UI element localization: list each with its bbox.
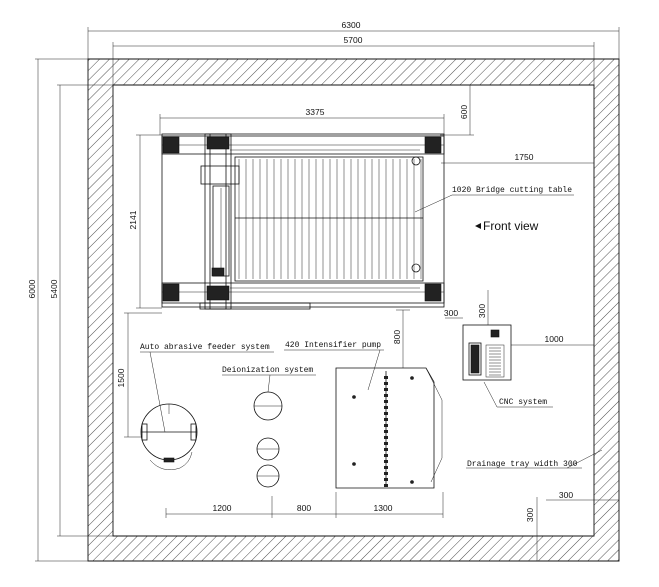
- bottom-right-gap-text: 300: [559, 490, 573, 500]
- feeder-offset-text: 1500: [116, 368, 126, 387]
- pump-stud: [384, 430, 388, 433]
- dimension-table-to-pump: 800: [392, 309, 410, 368]
- dimension-cnc-depth: 300: [477, 290, 489, 325]
- dimension-inner-height: 5400: [49, 84, 113, 537]
- pump-stud: [384, 376, 388, 379]
- cnc-to-wall-text: 1000: [545, 334, 564, 344]
- pump-stud: [384, 484, 388, 487]
- table-to-pump-text: 800: [392, 330, 402, 344]
- inner-height-text: 5400: [49, 279, 59, 298]
- dimension-overall-width: 6300: [87, 20, 620, 59]
- overall-height-text: 6000: [27, 279, 37, 298]
- cnc-system: CNC system: [462, 324, 553, 408]
- overall-width-text: 6300: [342, 20, 361, 30]
- drainage-label: Drainage tray width 300: [467, 460, 578, 469]
- deionization-label: Deionization system: [222, 366, 313, 375]
- pump-stud: [384, 442, 388, 445]
- dimension-table-width: 3375: [159, 107, 445, 135]
- cnc-label: CNC system: [499, 398, 547, 407]
- dimension-inner-width: 5700: [112, 35, 595, 85]
- pump-stud: [384, 400, 388, 403]
- pump-stud: [384, 478, 388, 481]
- dimension-cnc-to-wall: 1000: [511, 334, 594, 346]
- deionization-system: Deionization system: [222, 366, 316, 488]
- cnc-gap-text: 300: [444, 308, 458, 318]
- pump-stud: [384, 406, 388, 409]
- feeder-to-deion-text: 1200: [213, 503, 232, 513]
- pump-stud: [384, 388, 388, 391]
- pump-stud: [384, 454, 388, 457]
- dimension-overall-height: 6000: [27, 58, 88, 562]
- top-clearance-text: 600: [459, 105, 469, 119]
- pump-stud: [384, 382, 388, 385]
- deion-to-pump-text: 800: [297, 503, 311, 513]
- front-view-marker: Front view: [475, 219, 539, 233]
- cnc-vents: [489, 347, 501, 376]
- table-slats: [238, 159, 422, 279]
- inner-width-text: 5700: [344, 35, 363, 45]
- pump-studs: [384, 376, 388, 487]
- dimension-bottom-gap: 300: [525, 497, 541, 561]
- dimension-cnc-gap: 300: [444, 308, 463, 319]
- pump-stud: [384, 472, 388, 475]
- cutting-table-label: 1020 Bridge cutting table: [452, 186, 572, 195]
- table-width-text: 3375: [306, 107, 325, 117]
- pump-stud: [384, 418, 388, 421]
- pump-stud: [384, 412, 388, 415]
- cutting-table-leader: 1020 Bridge cutting table: [414, 186, 574, 213]
- abrasive-feeder: Auto abrasive feeder system: [140, 343, 274, 470]
- pump-stud: [384, 436, 388, 439]
- right-clearance-text: 1750: [515, 152, 534, 162]
- pump-stud: [384, 448, 388, 451]
- triangle-left-icon: [475, 223, 481, 229]
- dimension-bottom-chain: 1200 800 1300: [165, 492, 444, 518]
- intensifier-pump: 420 Intensifier pump: [284, 341, 443, 489]
- front-view-label: Front view: [483, 219, 539, 233]
- intensifier-pump-label: 420 Intensifier pump: [285, 341, 381, 350]
- dimension-right-clearance: 1750: [441, 152, 594, 164]
- bottom-gap-text: 300: [525, 508, 535, 522]
- dimension-table-depth: 2141: [128, 134, 162, 309]
- bridge-cutting-table: [161, 133, 445, 310]
- pump-stud: [384, 394, 388, 397]
- dimension-feeder-offset: 1500: [116, 312, 162, 438]
- wall-hatch: [87, 58, 620, 562]
- cnc-depth-text: 300: [477, 304, 487, 318]
- table-depth-text: 2141: [128, 210, 138, 229]
- abrasive-feeder-label: Auto abrasive feeder system: [140, 343, 270, 352]
- pump-width-text: 1300: [374, 503, 393, 513]
- dimension-bottom-right-gap: 300: [546, 490, 619, 501]
- pump-stud: [384, 460, 388, 463]
- pump-stud: [384, 466, 388, 469]
- pump-stud: [384, 424, 388, 427]
- drainage-tray-note: Drainage tray width 300: [466, 449, 603, 469]
- room-walls: [87, 58, 620, 562]
- dimension-top-clearance: 600: [440, 85, 474, 136]
